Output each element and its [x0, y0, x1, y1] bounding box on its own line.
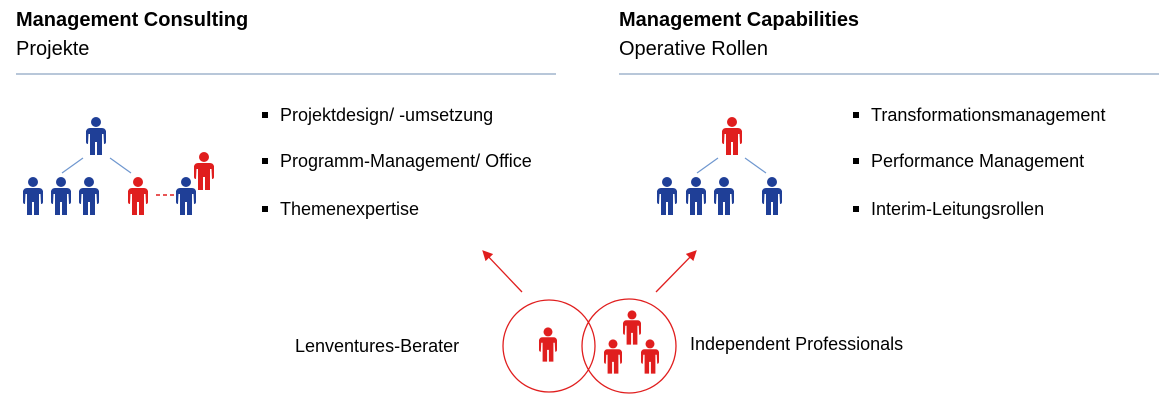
independent-professionals-label: Independent Professionals — [690, 334, 904, 354]
left-bullet: Projektdesign/ -umsetzung — [261, 105, 494, 125]
lenventures-circle — [502, 299, 596, 393]
lenventures-label: Lenventures-Berater — [295, 336, 460, 356]
left-divider — [16, 73, 556, 75]
arrow-to-consulting-icon — [482, 250, 523, 293]
right-bullet: Transformationsmanagement — [852, 105, 1106, 125]
right-divider — [619, 73, 1159, 75]
right-subtitle: Operative Rollen — [619, 38, 768, 60]
left-bullet: Programm-Management/ Office — [262, 151, 532, 171]
left-title: Management Consulting — [16, 9, 249, 31]
left-subtitle: Projekte — [16, 38, 90, 60]
independent-circle — [581, 298, 677, 394]
right-title: Management Capabilities — [619, 9, 860, 31]
left-bullet: Themenexpertise — [261, 199, 420, 219]
right-bullet: Performance Management — [852, 151, 1085, 171]
red-person-icons — [128, 117, 742, 374]
right-bullet: Interim-Leitungsrollen — [852, 199, 1045, 219]
org-connectors — [61, 157, 767, 174]
arrow-to-capabilities-icon — [655, 250, 697, 293]
